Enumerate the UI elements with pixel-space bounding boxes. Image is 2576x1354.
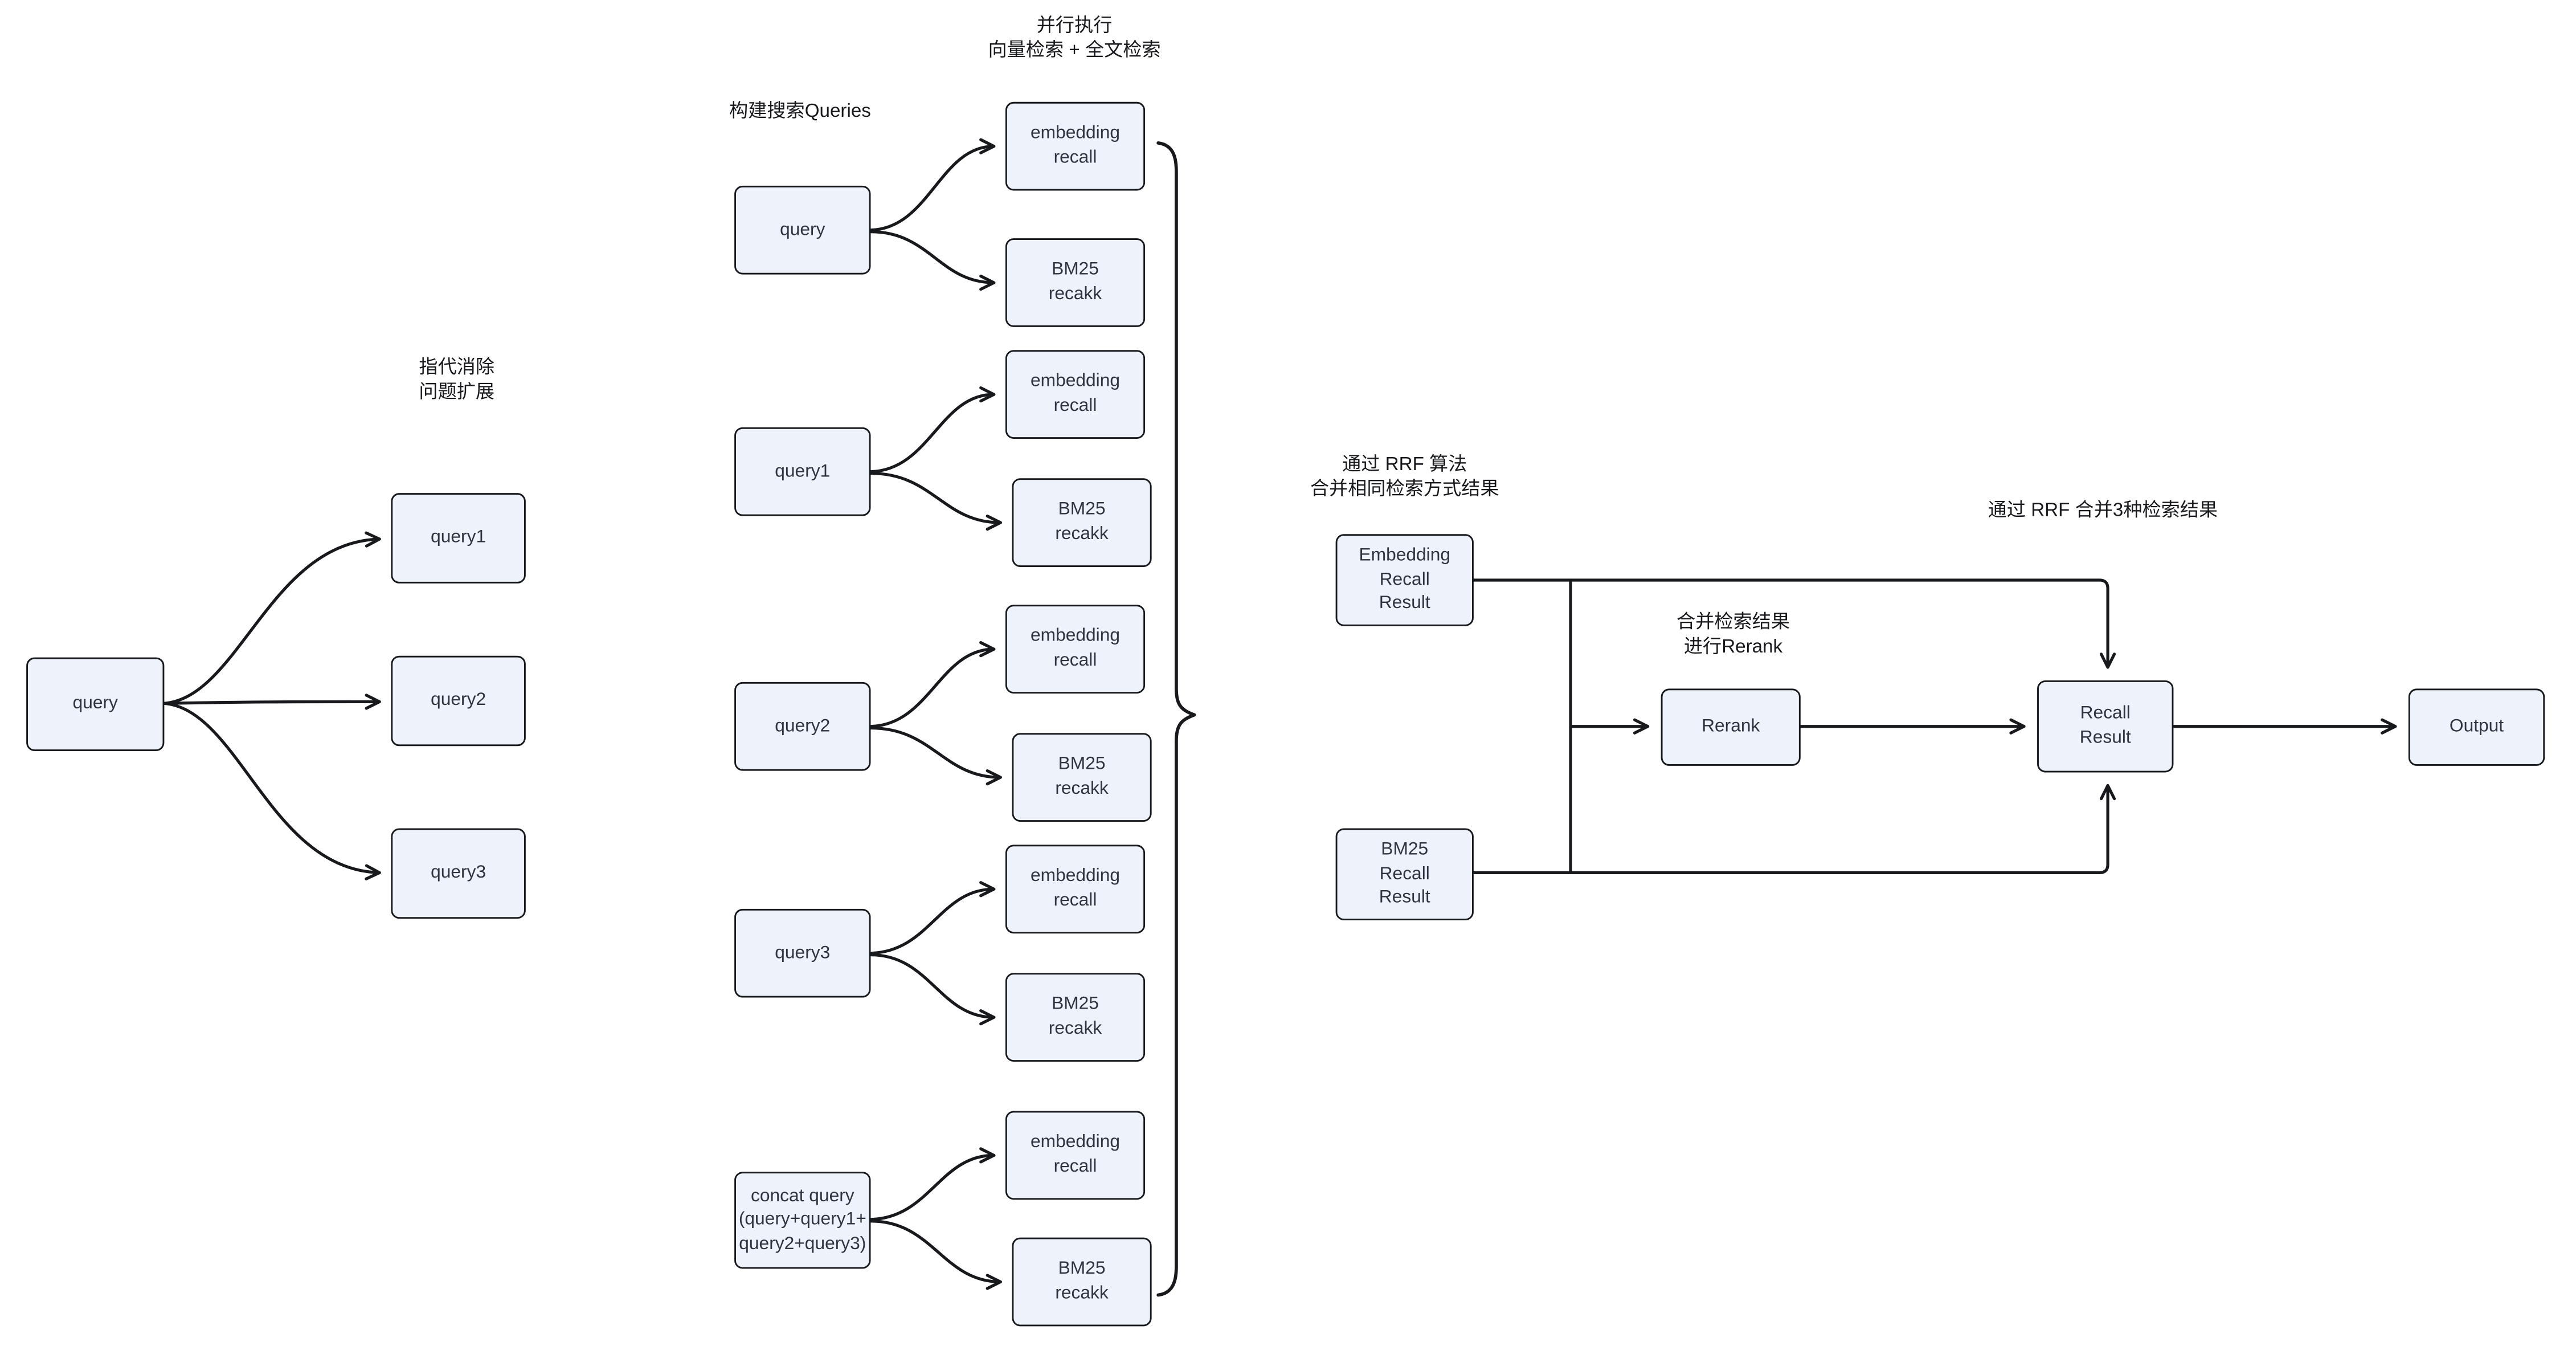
edge-midquery2-to-embedding3 <box>869 641 996 728</box>
node-embedding-recall-2: embedding recall <box>1005 350 1146 439</box>
edge-midquery1-to-embedding2 <box>869 386 996 474</box>
node-embedding-recall-3: embedding recall <box>1005 605 1146 694</box>
node-embedding-recall-5: embedding recall <box>1005 1111 1146 1200</box>
node-recall-result: Recall Result <box>2037 680 2174 773</box>
node-bm25-recall-2: BM25 recakk <box>1012 478 1152 567</box>
edge-midquery1-to-bm25-2 <box>869 471 1002 531</box>
node-mid-query1: query1 <box>734 427 871 516</box>
note-rrf-merge-same: 通过 RRF 算法 合并相同检索方式结果 <box>1310 455 1499 500</box>
edge-bm25-result-to-recall-result-bottom <box>1472 784 2116 874</box>
node-query2: query2 <box>391 655 526 747</box>
node-query3: query3 <box>391 828 526 919</box>
node-bm25-recall-result: BM25 Recall Result <box>1335 828 1474 920</box>
edge-embedding-result-to-recall-result-top <box>1472 578 2116 669</box>
node-bm25-recall-4: BM25 recakk <box>1005 973 1146 1062</box>
node-mid-query: query <box>734 185 871 275</box>
node-mid-query3: query3 <box>734 908 871 998</box>
brace-group-recalls <box>1156 141 1196 1297</box>
note-coref-expand: 指代消除 问题扩展 <box>419 358 495 403</box>
node-embedding-recall-4: embedding recall <box>1005 845 1146 934</box>
edge-query-to-query3 <box>162 702 381 880</box>
edge-midquery2-to-bm25-3 <box>869 726 1002 786</box>
node-query1: query1 <box>391 493 526 584</box>
edge-midquery3-to-embedding4 <box>869 881 996 955</box>
edge-midquery3-to-bm25-4 <box>869 953 996 1026</box>
note-parallel-exec: 并行执行 向量检索 + 全文检索 <box>988 16 1161 61</box>
edge-concat-to-bm25-5 <box>869 1220 1002 1290</box>
node-query-root: query <box>26 657 165 751</box>
note-rrf-merge-three: 通过 RRF 合并3种检索结果 <box>1988 501 2218 521</box>
node-bm25-recall-5: BM25 recakk <box>1012 1237 1152 1327</box>
node-mid-query2: query2 <box>734 682 871 771</box>
note-merge-rerank: 合并检索结果 进行Rerank <box>1677 613 1790 658</box>
node-embedding-recall-1: embedding recall <box>1005 101 1146 191</box>
node-rerank: Rerank <box>1661 688 1801 766</box>
node-concat-query: concat query (query+query1+ query2+query… <box>734 1172 871 1269</box>
node-bm25-recall-1: BM25 recakk <box>1005 238 1146 327</box>
node-bm25-recall-3: BM25 recakk <box>1012 733 1152 822</box>
edge-concat-to-embedding5 <box>869 1147 996 1221</box>
edge-midquery-to-bm25-1 <box>869 230 996 291</box>
note-build-queries: 构建搜索Queries <box>729 101 871 122</box>
node-embedding-recall-result: Embedding Recall Result <box>1335 534 1474 626</box>
edge-query-to-query2 <box>162 694 381 710</box>
edge-query-to-query1 <box>162 531 381 705</box>
edge-midquery-to-embedding1 <box>869 138 996 232</box>
node-output: Output <box>2408 688 2545 766</box>
